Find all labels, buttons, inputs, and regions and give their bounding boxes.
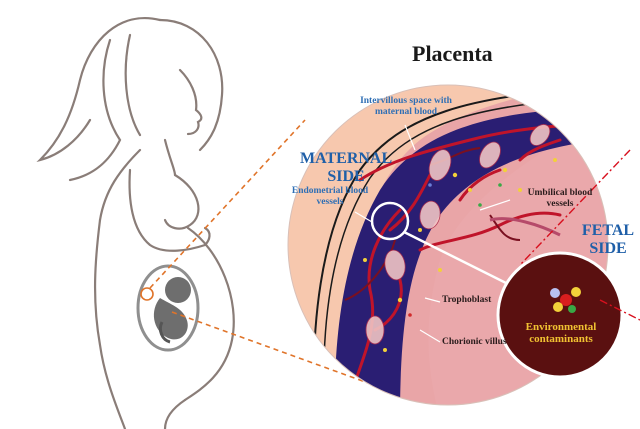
- fetal-side-label: FETAL SIDE: [581, 222, 635, 257]
- label-leader-lines: [354, 124, 511, 343]
- endometrial-label: Endometrial blood vessels: [291, 186, 369, 207]
- chorionic-villus-label: Chorionic villus: [442, 337, 507, 347]
- diagram-title: Placenta: [412, 41, 493, 66]
- fetus-icon: [136, 264, 200, 352]
- focus-circle: [370, 201, 410, 241]
- trophoblast-label: Trophoblast: [442, 295, 492, 305]
- maternal-side-label: MATERNAL SIDE: [300, 150, 393, 185]
- intervillous-label: Intervillous space with maternal blood: [360, 96, 452, 117]
- red-pointer-lines: [519, 149, 640, 321]
- zoom-pointer-lines: [149, 119, 416, 401]
- umbilical-label: Umbilical blood vessels: [527, 188, 593, 209]
- zoom-source-circle: [140, 287, 154, 301]
- magnified-circle-border: [287, 84, 609, 406]
- focus-connector: [403, 230, 521, 292]
- contaminants-circle: [496, 251, 624, 379]
- contaminants-label: Environmental contaminants: [525, 321, 597, 346]
- pregnant-woman-outline: [36, 17, 235, 429]
